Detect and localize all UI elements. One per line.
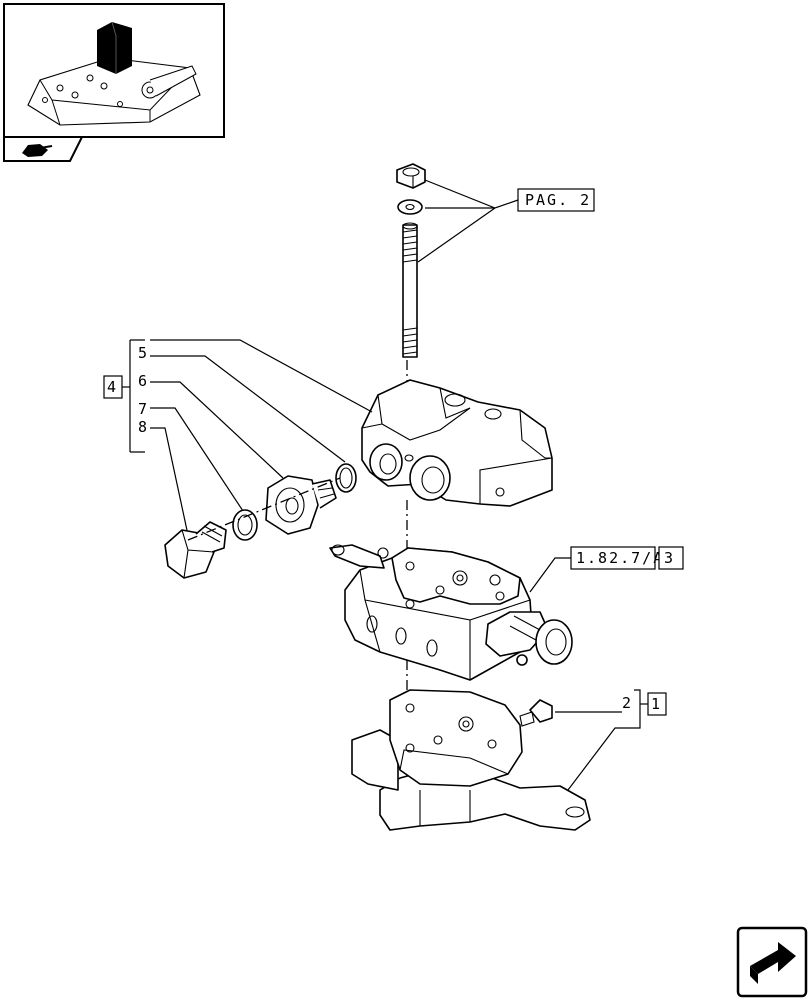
support-bracket xyxy=(351,689,591,831)
plug xyxy=(164,521,227,579)
item-2-label: 2 xyxy=(622,694,633,712)
callout-group-1: 2 1 xyxy=(555,689,667,791)
group-1-label: 1 xyxy=(651,695,662,713)
pag-reference-label: PAG. 2 xyxy=(525,191,591,209)
valve-cover-block xyxy=(361,379,553,507)
item-7-label: 7 xyxy=(138,400,149,418)
stud xyxy=(402,222,418,358)
item-8-label: 8 xyxy=(138,418,149,436)
nut xyxy=(396,163,426,189)
o-ring-lower xyxy=(232,509,258,541)
control-valve-body xyxy=(329,544,573,681)
overview-thumbnail[interactable] xyxy=(3,3,225,138)
fitting-axis xyxy=(187,477,341,541)
pag-reference[interactable]: PAG. 2 xyxy=(417,179,595,263)
group-4-label: 4 xyxy=(107,378,118,396)
item-6-label: 6 xyxy=(138,372,149,390)
item-5-label: 5 xyxy=(138,344,149,362)
washer xyxy=(397,199,423,215)
union-fitting xyxy=(265,475,337,535)
small-plug xyxy=(519,699,553,727)
page-reference-1-82-7[interactable]: 1.82.7/A 3 xyxy=(529,546,684,593)
callout-group-4: 4 5 6 7 8 xyxy=(103,339,373,536)
section-icon xyxy=(3,136,84,162)
o-ring-upper xyxy=(335,463,357,493)
next-page-arrow-icon[interactable] xyxy=(736,926,808,998)
page-reference-3-label: 3 xyxy=(664,549,675,567)
page-reference-1-82-7-label: 1.82.7/A xyxy=(576,549,664,567)
